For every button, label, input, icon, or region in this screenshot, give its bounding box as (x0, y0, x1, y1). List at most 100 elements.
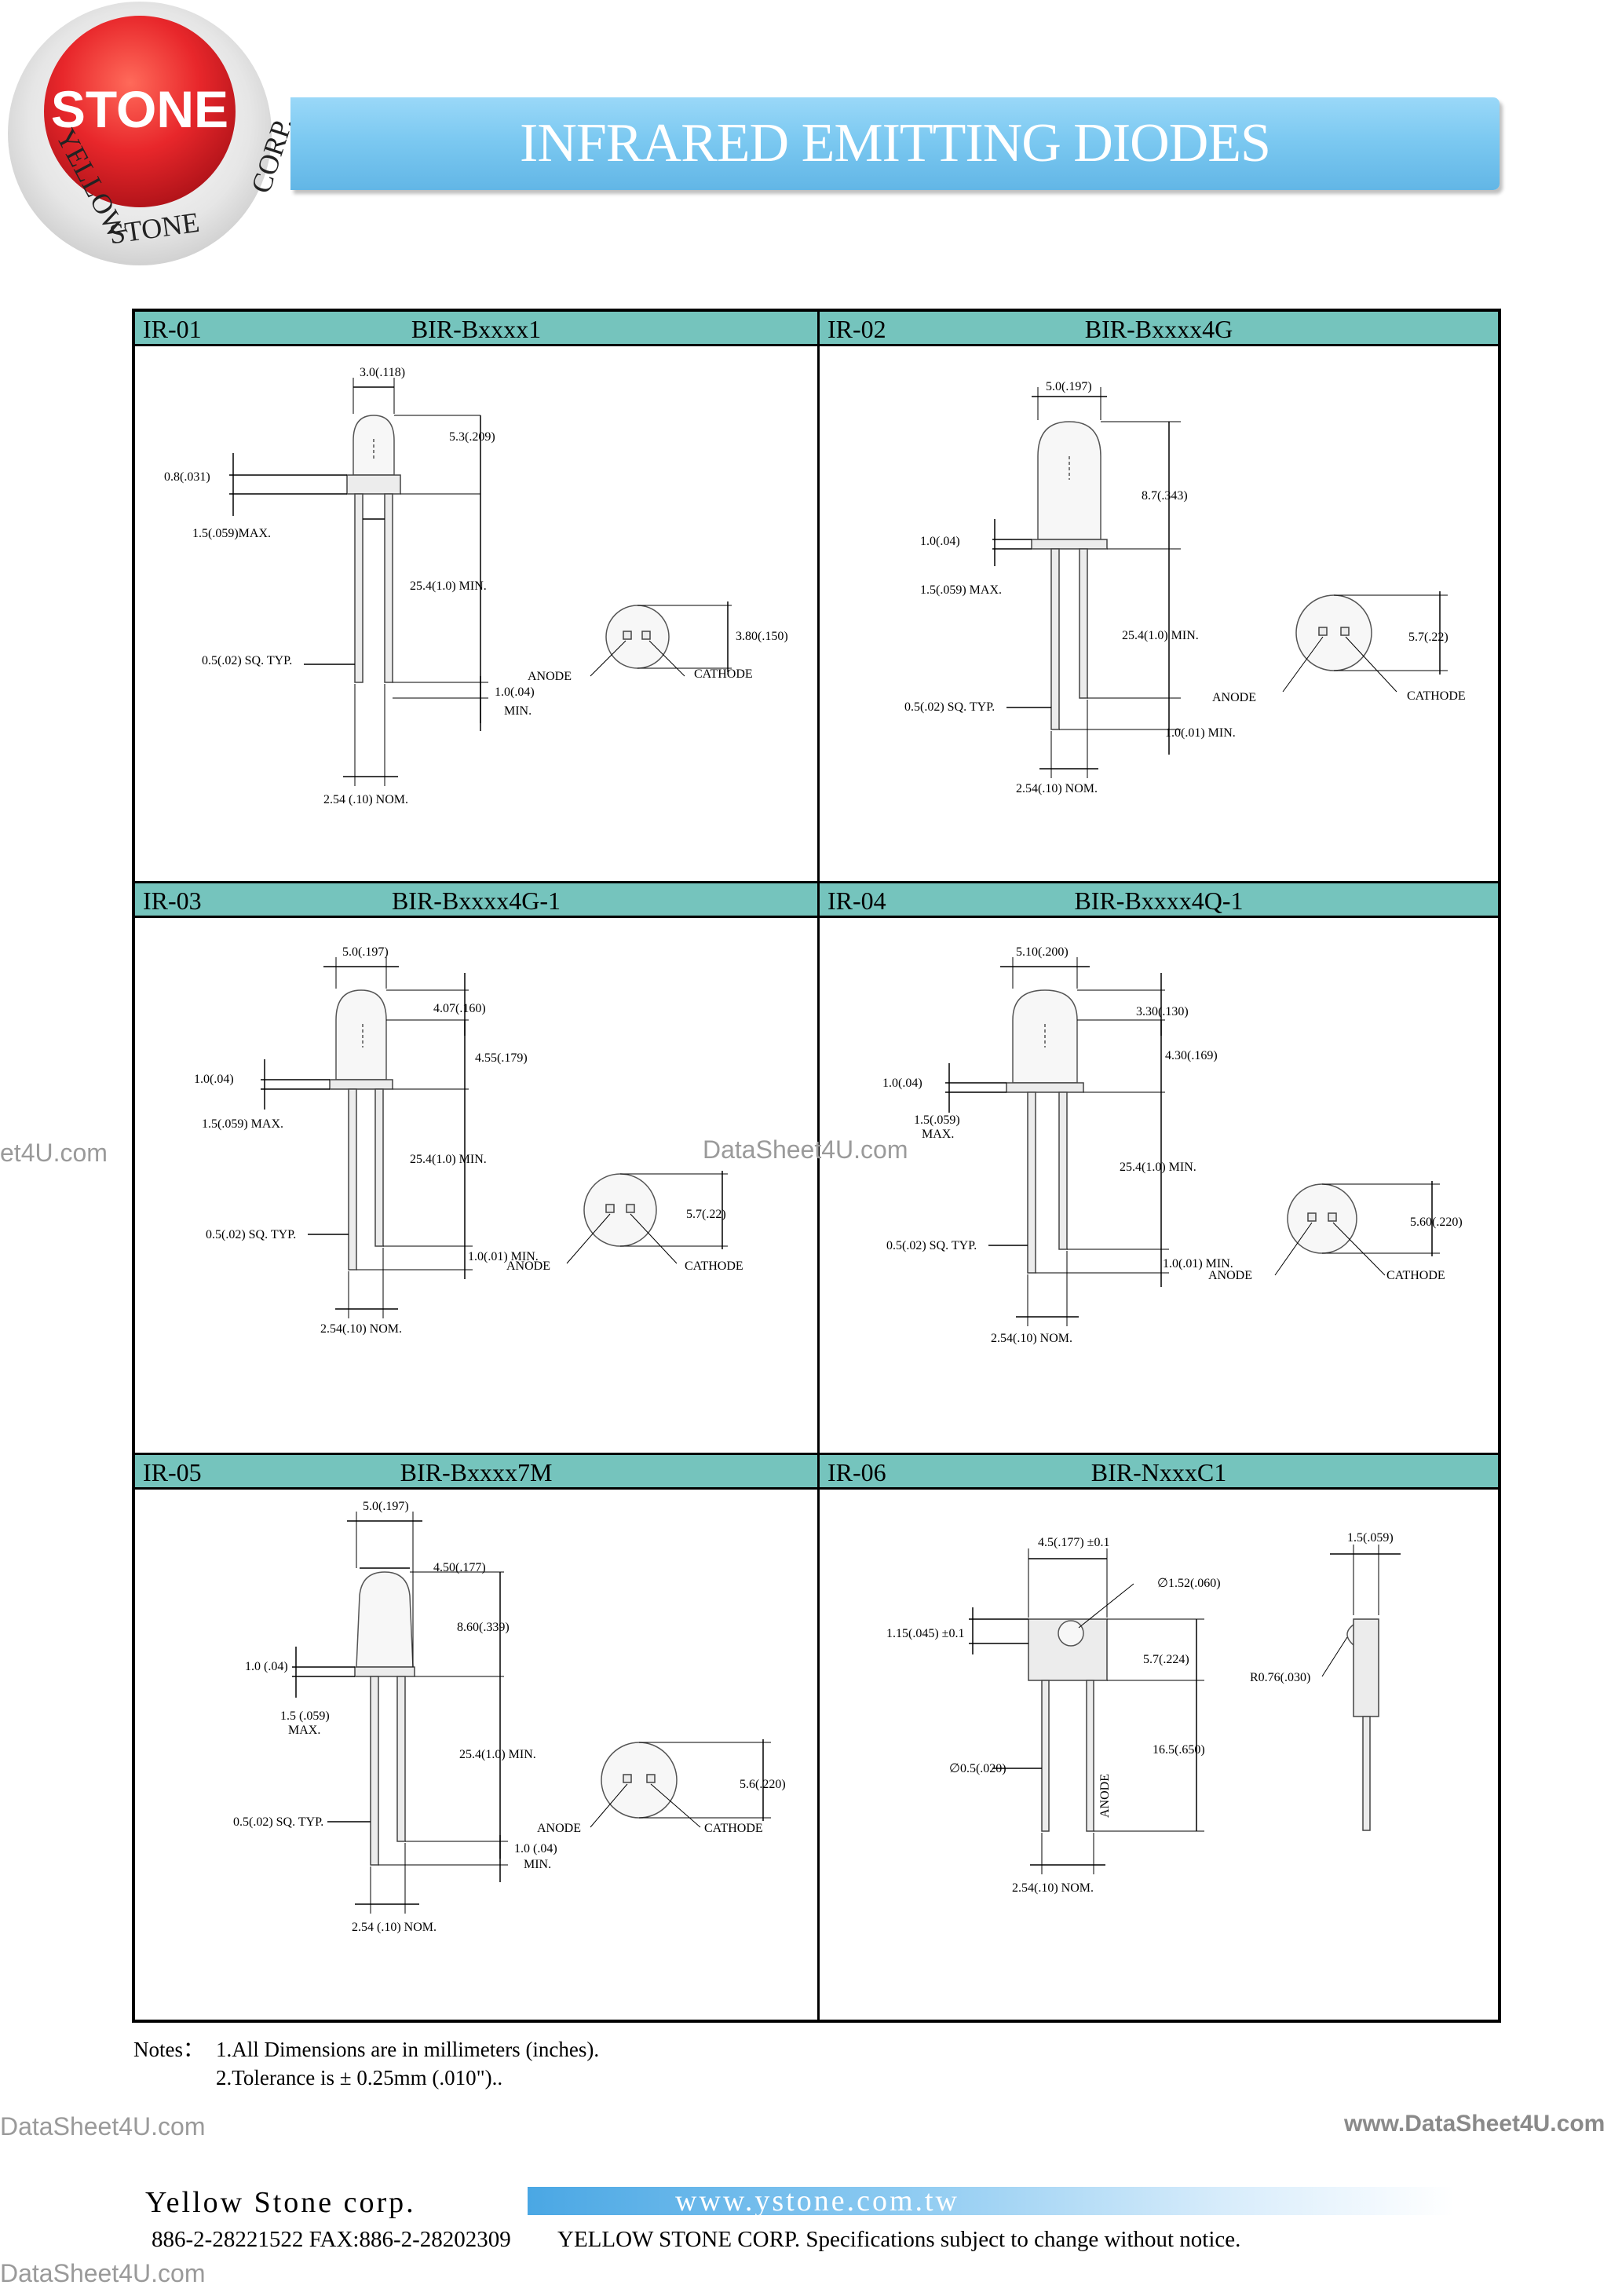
dim-label: 5.60(.220) (1410, 1216, 1463, 1229)
dim-label: CATHODE (694, 667, 753, 681)
dim-label: ∅0.5(.020) (949, 1762, 1006, 1775)
footer-url-bar (528, 2187, 1454, 2215)
dim-label: 5.7(.22) (686, 1208, 726, 1221)
footer-contact: 886-2-28221522 FAX:886-2-28202309 (152, 2227, 511, 2252)
cell-code: IR-04 (827, 887, 886, 915)
cell-code: IR-06 (827, 1458, 886, 1486)
dim-label: 1.0 (.04) (514, 1842, 557, 1855)
dim-label: 5.7(.224) (1143, 1653, 1189, 1666)
logo-brand: STONE (51, 80, 228, 138)
dim-label: 1.5(.059)MAX. (192, 527, 271, 540)
cell-model: BIR-Bxxxx7M (400, 1458, 553, 1486)
grid-divider-row1 (135, 881, 1498, 883)
dim-label: 1.15(.045) ±0.1 (886, 1627, 964, 1640)
dim-label: CATHODE (704, 1822, 763, 1835)
dim-label: 1.5 (.059) (280, 1709, 330, 1723)
dim-label: 25.4(1.0) MIN. (410, 1153, 487, 1166)
watermark-left: et4U.com (0, 1139, 108, 1167)
dim-label: 25.4(1.0) MIN. (459, 1748, 536, 1761)
dim-label: 1.5(.059) MAX. (202, 1117, 283, 1131)
cell-ir-05: IR-05 BIR-Bxxxx7M 5.0(.197) 4.50(.177) 8… (135, 1455, 817, 2023)
grid-divider-vertical (817, 312, 820, 2020)
dim-label: 2.54(.10) NOM. (991, 1332, 1072, 1345)
cell-code: IR-05 (143, 1458, 202, 1486)
cell-header: IR-01 BIR-Bxxxx1 (135, 312, 817, 346)
dim-label: MAX. (922, 1128, 954, 1141)
dim-label: 1.0(.01) MIN. (1163, 1257, 1233, 1270)
dim-label: 3.0(.118) (360, 366, 405, 379)
dim-label: 2.54(.10) NOM. (1012, 1881, 1094, 1895)
diode-drawing-grid: IR-01 BIR-Bxxxx1 3.0(.118) 5.3(.209) (132, 309, 1501, 2023)
dim-label: ANODE (1098, 1774, 1112, 1818)
dim-label: R0.76(.030) (1250, 1671, 1310, 1684)
dim-label: 3.30(.130) (1136, 1005, 1189, 1018)
dim-label: 0.5(.02) SQ. TYP. (233, 1815, 323, 1829)
dim-label: ANODE (537, 1822, 581, 1835)
page-title: INFRARED EMITTING DIODES (520, 113, 1271, 174)
dim-label: 1.5(.059) MAX. (920, 583, 1002, 597)
dim-label: 5.3(.209) (449, 430, 495, 444)
ir-05-drawing: 5.0(.197) 4.50(.177) 8.60(.339) 1.0 (.04… (233, 1500, 786, 1934)
cell-ir-04: IR-04 BIR-Bxxxx4Q-1 5.10(.200) 3.30(.130… (820, 883, 1498, 1453)
notes-label: Notes： (133, 2038, 204, 2061)
dim-label: 1.0(.04) (495, 686, 535, 699)
dim-label: 1.0(.01) MIN. (468, 1250, 539, 1263)
dim-label: 1.0 (.04) (245, 1660, 288, 1673)
dim-label: 4.55(.179) (475, 1051, 528, 1065)
dim-label: 25.4(1.0) MIN. (410, 579, 487, 593)
dim-label: 25.4(1.0) MIN. (1122, 629, 1199, 642)
cell-header: IR-03 BIR-Bxxxx4G-1 (135, 883, 817, 918)
cell-code: IR-03 (143, 887, 202, 915)
cell-model: BIR-Bxxxx1 (411, 315, 542, 343)
cell-ir-01: IR-01 BIR-Bxxxx1 3.0(.118) 5.3(.209) (135, 312, 817, 881)
ir-04-drawing: 5.10(.200) 3.30(.130) 4.30(.169) 1.0(.04… (882, 945, 1463, 1345)
dim-label: 5.0(.197) (363, 1500, 409, 1513)
dim-label: 0.5(.02) SQ. TYP. (904, 700, 995, 714)
cell-header: IR-05 BIR-Bxxxx7M (135, 1455, 817, 1490)
dim-label: ANODE (528, 670, 572, 683)
dim-label: 25.4(1.0) MIN. (1120, 1161, 1196, 1174)
dim-label: 1.5(.059) (914, 1113, 960, 1127)
dim-label: 1.5(.059) (1347, 1531, 1394, 1545)
dim-label: 2.54 (.10) NOM. (323, 793, 408, 806)
dim-label: ANODE (1208, 1269, 1252, 1282)
dim-label: 16.5(.650) (1153, 1743, 1205, 1757)
dim-label: 8.60(.339) (457, 1621, 510, 1634)
dim-label: 5.6(.220) (740, 1778, 786, 1791)
footer-url-link[interactable]: www.ystone.com.tw (675, 2184, 959, 2217)
dim-label: 1.0(.01) MIN. (1165, 726, 1236, 740)
note-line-2: 2.Tolerance is ± 0.25mm (.010").. (216, 2066, 503, 2089)
dim-label: CATHODE (1407, 689, 1466, 703)
dim-label: 4.07(.160) (433, 1002, 486, 1015)
dim-label: 4.5(.177) ±0.1 (1038, 1536, 1109, 1549)
footer-disclaimer: YELLOW STONE CORP. Specifications subjec… (557, 2227, 1241, 2252)
dim-label: 2.54 (.10) NOM. (352, 1921, 437, 1934)
dim-label: 5.0(.197) (1046, 380, 1092, 393)
dim-label: MAX. (288, 1724, 320, 1737)
cell-model: BIR-Bxxxx4Q-1 (1074, 887, 1244, 915)
watermark-bottom-left: DataSheet4U.com (0, 2112, 206, 2141)
dim-label: 0.5(.02) SQ. TYP. (206, 1228, 296, 1241)
cell-ir-06: IR-06 BIR-NxxxC1 4.5(.177) ±0.1 ∅1.52(.0… (820, 1455, 1498, 2023)
yellow-stone-logo: STONE YELLOW STONE CORP. (8, 2, 298, 265)
note-line-1: 1.All Dimensions are in millimeters (inc… (216, 2038, 600, 2061)
dim-label: 8.7(.343) (1142, 489, 1188, 503)
ir-01-drawing: 3.0(.118) 5.3(.209) 0.8(.031) 1.5(.059)M… (164, 366, 788, 806)
ir-06-drawing: 4.5(.177) ±0.1 ∅1.52(.060) 1.15(.045) ±0… (886, 1531, 1401, 1895)
grid-divider-row2 (135, 1453, 1498, 1455)
dim-label: 2.54(.10) NOM. (1016, 782, 1098, 795)
dim-label: 0.5(.02) SQ. TYP. (886, 1239, 977, 1252)
dim-label: 4.50(.177) (433, 1561, 486, 1574)
dim-label: 1.0(.04) (920, 535, 960, 548)
watermark-center: DataSheet4U.com (703, 1135, 908, 1164)
dim-label: 0.8(.031) (164, 470, 210, 484)
dim-label: ANODE (1212, 691, 1256, 704)
dim-label: CATHODE (685, 1260, 743, 1273)
cell-header: IR-02 BIR-Bxxxx4G (820, 312, 1498, 346)
dim-label: ∅1.52(.060) (1157, 1577, 1221, 1590)
dim-label: MIN. (524, 1858, 551, 1871)
dim-label: 0.5(.02) SQ. TYP. (202, 654, 292, 667)
cell-model: BIR-Bxxxx4G-1 (391, 887, 561, 915)
title-banner: INFRARED EMITTING DIODES (290, 97, 1500, 190)
dim-label: 4.30(.169) (1165, 1049, 1218, 1062)
